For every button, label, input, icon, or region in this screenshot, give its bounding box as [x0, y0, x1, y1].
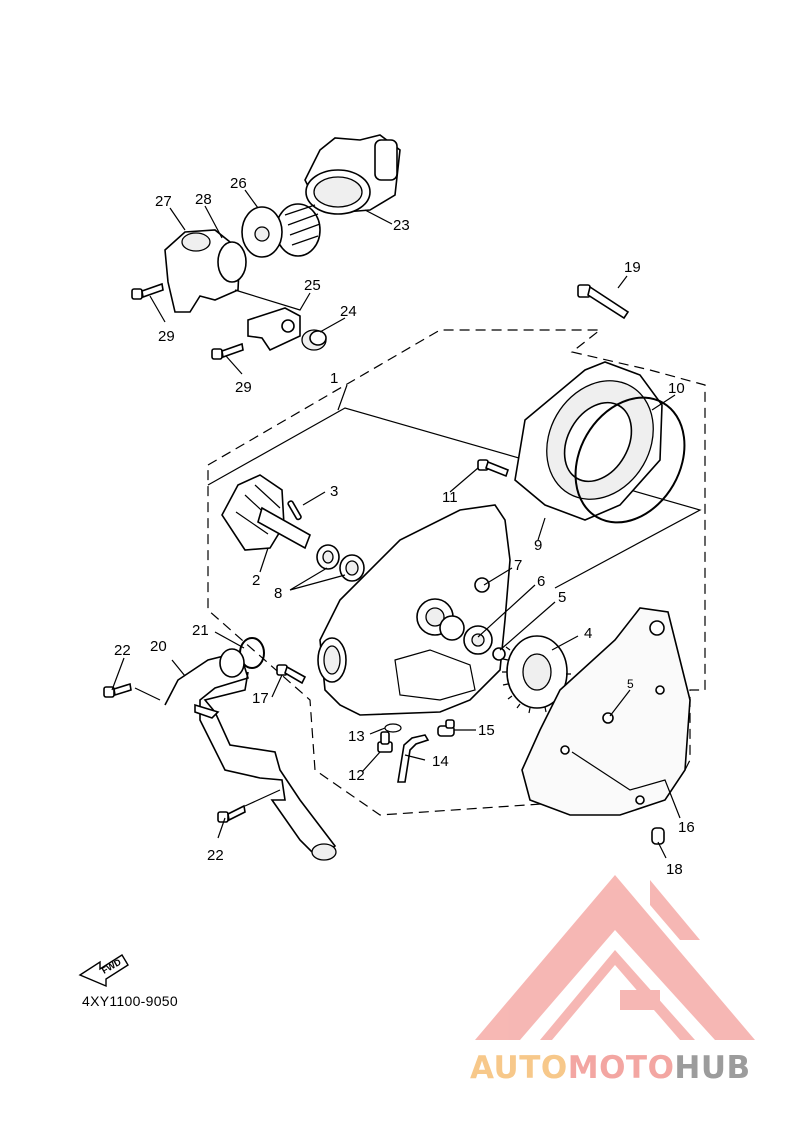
- bolt-22b: [217, 804, 246, 823]
- callout-19: 19: [624, 259, 641, 276]
- assembly-outline: [207, 329, 706, 816]
- callout-5: 5: [558, 589, 566, 606]
- callout-29a: 29: [158, 328, 175, 345]
- thermostat-housing-23: [304, 134, 401, 215]
- callout-25: 25: [304, 277, 321, 294]
- brand-part-hub: HUB: [674, 1050, 751, 1086]
- bolt-22a: [103, 682, 132, 698]
- bolt-19: [577, 284, 630, 320]
- callout-22a: 22: [114, 642, 131, 659]
- callout-5-gasket: 5: [627, 677, 634, 691]
- callout-23: 23: [393, 217, 410, 234]
- thermostat-cover-27: [164, 229, 247, 313]
- brand-part-moto: MOTO: [567, 1050, 675, 1086]
- callout-2: 2: [252, 572, 260, 589]
- grommet-24: [301, 329, 327, 351]
- gasket-13: [384, 723, 402, 733]
- gear-4: [502, 635, 571, 714]
- callout-27: 27: [155, 193, 172, 210]
- callout-13: 13: [348, 728, 365, 745]
- callout-12: 12: [348, 767, 365, 784]
- drain-bolt-12: [377, 731, 393, 753]
- callout-9: 9: [534, 537, 542, 554]
- callout-15: 15: [478, 722, 495, 739]
- pin-3: [287, 500, 302, 521]
- fwd-arrow-icon: FWD: [78, 954, 129, 988]
- callout-10: 10: [668, 380, 685, 397]
- brand-part-auto: AUTO: [470, 1050, 568, 1086]
- callout-21: 21: [192, 622, 209, 639]
- fitting-15: [437, 719, 455, 737]
- callout-17: 17: [252, 690, 269, 707]
- callout-28: 28: [195, 191, 212, 208]
- callout-6: 6: [537, 573, 545, 590]
- bolt-17: [276, 664, 307, 685]
- dowel-18: [651, 827, 665, 845]
- bolt-11: [477, 459, 509, 478]
- callout-1: 1: [330, 370, 338, 387]
- watermark-brand: AUTOMOTOHUB: [470, 1050, 751, 1086]
- callout-20: 20: [150, 638, 167, 655]
- callout-18: 18: [666, 861, 683, 878]
- bolt-29b: [211, 342, 244, 360]
- gasket-16: [521, 607, 691, 816]
- bolt-29a: [131, 282, 164, 300]
- callout-29b: 29: [235, 379, 252, 396]
- leader-lines: [111, 189, 681, 859]
- callout-7: 7: [514, 557, 522, 574]
- diagram-reference-code: 4XY1100-9050: [82, 993, 178, 1009]
- thermostat-26: [241, 203, 321, 258]
- watermark-logo: [475, 875, 755, 1040]
- callouts: 1 2 3 4 5 6 7 8 9 10 11 12 13 14 15 16 1…: [114, 175, 695, 878]
- callout-24: 24: [340, 303, 357, 320]
- callout-3: 3: [330, 483, 338, 500]
- callout-16: 16: [678, 819, 695, 836]
- oil-seal-8: [316, 544, 365, 582]
- callout-8: 8: [274, 585, 282, 602]
- bracket-25: [247, 307, 301, 352]
- water-pipe-20: [164, 648, 337, 861]
- washer-5: [492, 647, 506, 661]
- cover-9: [514, 361, 663, 521]
- callout-14: 14: [432, 753, 449, 770]
- hose-14: [397, 734, 430, 783]
- callout-26: 26: [230, 175, 247, 192]
- impeller-2: [221, 474, 311, 551]
- callout-4: 4: [584, 625, 592, 642]
- pump-housing: [317, 504, 511, 716]
- callout-11: 11: [442, 489, 458, 506]
- callout-22b: 22: [207, 847, 224, 864]
